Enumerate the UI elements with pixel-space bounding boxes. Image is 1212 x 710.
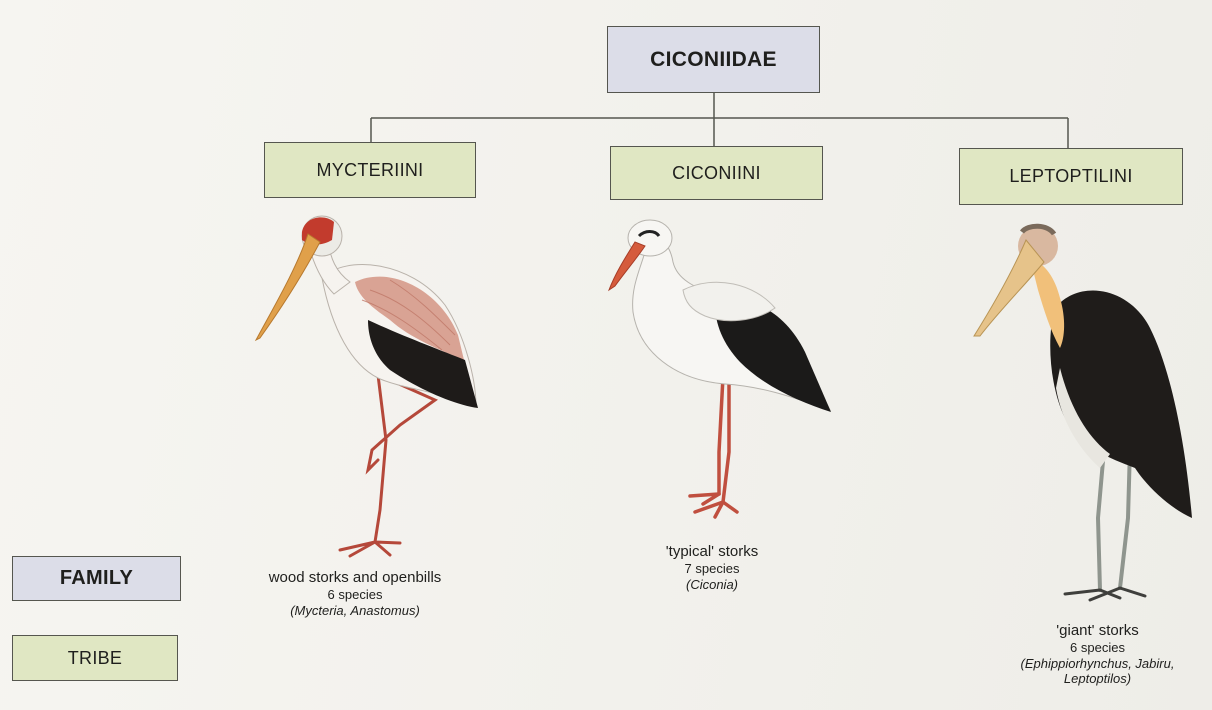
caption-genera: (Ciconia) [612, 577, 812, 593]
legend-family-key: FAMILY [12, 556, 181, 601]
caption-genera-continued: Leptoptilos) [1000, 671, 1195, 687]
family-box-ciconiidae: CICONIIDAE [607, 26, 820, 93]
tribe-box-mycteriini: MYCTERIINI [264, 142, 476, 198]
caption-name: 'typical' storks [612, 543, 812, 561]
white-stork-illustration [605, 212, 840, 527]
tribe-box-leptoptilini: LEPTOPTILINI [959, 148, 1183, 205]
caption-species-count: 6 species [1000, 640, 1195, 656]
legend-tribe-label: TRIBE [68, 648, 123, 669]
caption-name: 'giant' storks [1000, 622, 1195, 640]
wood-stork-illustration [250, 210, 485, 560]
tribe-label: LEPTOPTILINI [1009, 166, 1132, 187]
marabou-stork-illustration [970, 218, 1200, 608]
family-label: CICONIIDAE [650, 48, 777, 72]
tribe-label: CICONIINI [672, 163, 761, 184]
tribe-label: MYCTERIINI [316, 160, 423, 181]
caption-genera: (Mycteria, Anastomus) [240, 603, 470, 619]
caption-species-count: 6 species [240, 587, 470, 603]
caption-giant-storks: 'giant' storks 6 species (Ephippiorhynch… [1000, 622, 1195, 687]
caption-species-count: 7 species [612, 561, 812, 577]
legend-family-label: FAMILY [60, 567, 133, 590]
caption-typical-storks: 'typical' storks 7 species (Ciconia) [612, 543, 812, 592]
caption-wood-storks: wood storks and openbills 6 species (Myc… [240, 569, 470, 618]
caption-genera: (Ephippiorhynchus, Jabiru, [1000, 656, 1195, 672]
legend-tribe-key: TRIBE [12, 635, 178, 681]
caption-name: wood storks and openbills [240, 569, 470, 587]
tribe-box-ciconiini: CICONIINI [610, 146, 823, 200]
